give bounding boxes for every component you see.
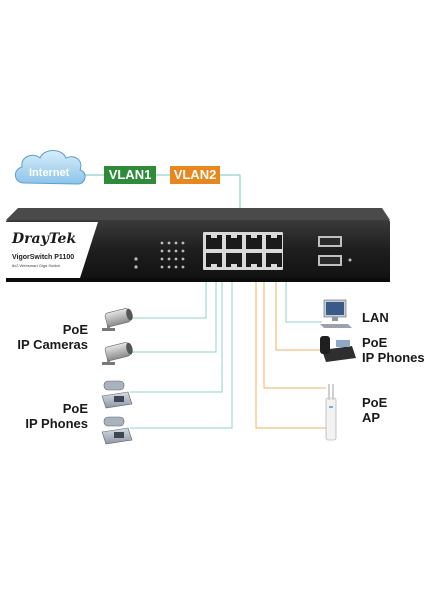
label-line-2: IP Phones (25, 416, 88, 431)
label-line-1: PoE (362, 335, 388, 350)
label-line-2: IP Phones (362, 350, 424, 365)
switch-device (6, 208, 390, 282)
computer-icon (320, 299, 352, 328)
label-poe-ip-cameras: PoE IP Cameras (0, 323, 88, 351)
access-point-icon (325, 384, 337, 441)
switch-model: VigorSwitch P1100 (12, 254, 75, 261)
label-line-1: PoE (362, 395, 388, 410)
label-line-2: IP Cameras (17, 337, 88, 352)
ip-phone-icon (101, 380, 133, 409)
label-poe-ip-phones-right: PoE IP Phones (362, 336, 424, 364)
label-lan: LAN (362, 310, 389, 325)
internet-label: Internet (29, 167, 70, 179)
ethernet-ports (203, 232, 283, 270)
label-line-1: PoE (62, 322, 88, 337)
vlan1-badge: VLAN1 (104, 166, 156, 184)
label-poe-ip-phones-left: PoE IP Phones (0, 402, 88, 430)
security-camera-icon (102, 342, 133, 365)
device-cables (130, 282, 326, 429)
sfp-ports (318, 236, 352, 266)
ip-phone-icon (101, 416, 133, 445)
switch-subtitle: 8x2 Websmart Giga Switch (12, 263, 61, 268)
label-line-1: PoE (62, 401, 88, 416)
ip-phone-icon (320, 336, 356, 362)
label-poe-ap: PoE AP (362, 396, 387, 424)
security-camera-icon (102, 308, 133, 331)
brand-logo: DrayTek (12, 231, 77, 247)
internet-cloud (15, 150, 86, 185)
label-line-2: AP (362, 410, 381, 425)
vlan2-badge: VLAN2 (170, 166, 220, 184)
port-leds (134, 241, 185, 269)
